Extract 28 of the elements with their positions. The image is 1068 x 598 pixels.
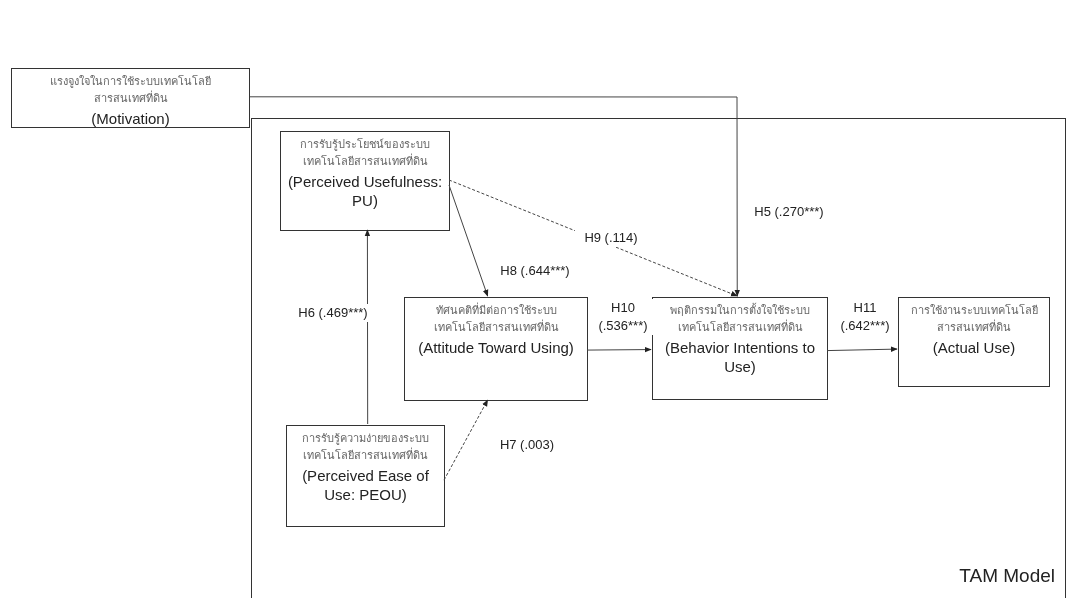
thai-name: แรงจูงใจในการใช้ระบบเทคโนโลยีสารสนเทศที่ดิน — [49, 74, 212, 106]
arrow — [826, 346, 898, 353]
edge-label: H6 (.469***) — [296, 304, 370, 322]
english-name: (Perceived Usefulness: PU) — [287, 172, 443, 210]
arrow — [448, 184, 489, 297]
english-name: (Attitude Toward Using) — [418, 338, 574, 357]
arrow — [364, 229, 371, 425]
construct-box — [280, 131, 450, 231]
english-name: (Behavior Intentions to Use) — [663, 338, 817, 376]
construct-box — [404, 297, 588, 401]
arrow — [586, 346, 652, 353]
english-name: (Actual Use) — [932, 338, 1016, 357]
english-name: (Perceived Ease of Use: PEOU) — [301, 466, 430, 504]
construct-box — [11, 68, 250, 128]
frame-title: TAM Model — [959, 565, 1055, 587]
english-name: (Motivation) — [91, 109, 170, 128]
arrow — [443, 399, 489, 481]
arrow — [448, 179, 738, 297]
thai-name: การรับรู้ความง่ายของระบบเทคโนโลยีสารสนเทศที่ดิน — [301, 431, 430, 463]
model-frame — [251, 118, 1066, 598]
thai-name: การรับรู้ประโยชน์ของระบบเทคโนโลยีสารสนเทศที่ดิน — [299, 137, 431, 169]
thai-name: ทัศนคติที่มีต่อการใช้ระบบเทคโนโลยีสารสนเทศที่ดิน — [432, 302, 560, 335]
construct-box — [286, 425, 445, 527]
arrow — [249, 96, 741, 297]
thai-name: พฤติกรรมในการตั้งใจใช้ระบบเทคโนโลยีสารสนเทศที่ดิน — [669, 302, 811, 335]
construct-box — [898, 297, 1050, 387]
thai-name: การใช้งานระบบเทคโนโลยีสารสนเทศที่ดิน — [909, 303, 1039, 335]
construct-box — [652, 297, 828, 400]
